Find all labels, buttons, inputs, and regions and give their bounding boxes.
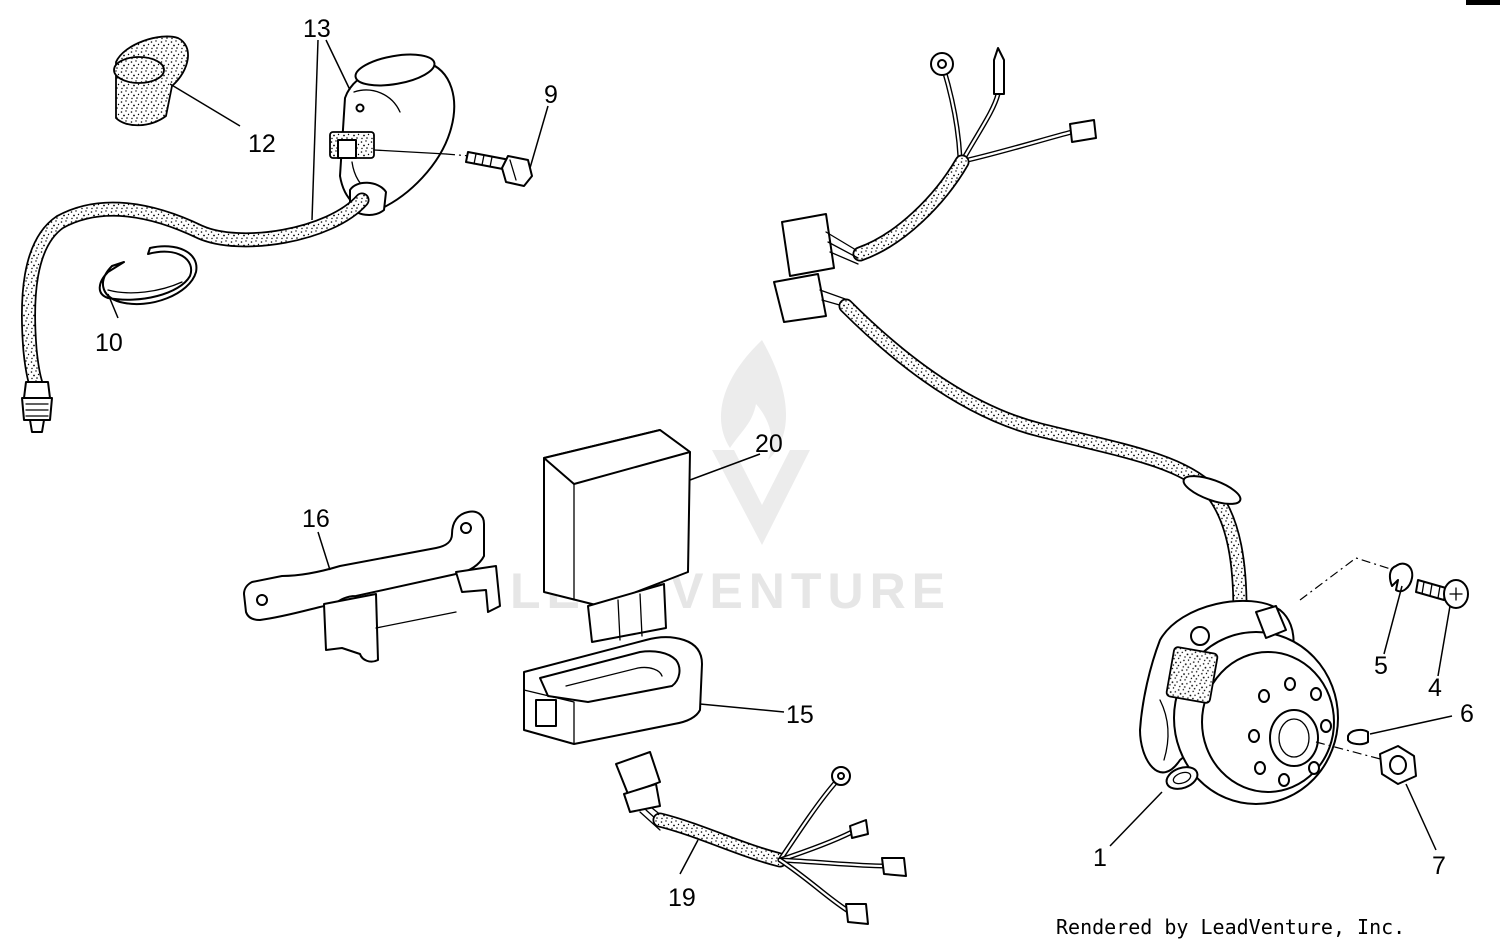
ignition-coil-lead	[20, 192, 370, 433]
callout-6: 6	[1460, 700, 1474, 728]
callout-13: 13	[303, 15, 331, 43]
callout-10: 10	[95, 329, 123, 357]
callout-15: 15	[786, 701, 814, 729]
wire-harness	[615, 751, 907, 925]
callout-5: 5	[1374, 652, 1388, 680]
cdi-unit	[543, 429, 691, 643]
callout-16: 16	[302, 505, 330, 533]
callout-12: 12	[248, 130, 276, 158]
cdi-holder	[523, 636, 703, 745]
mounting-bracket	[243, 510, 501, 663]
render-credit: Rendered by LeadVenture, Inc.	[1056, 915, 1405, 939]
flywheel-nut	[1379, 745, 1417, 785]
ignition-coil	[329, 53, 456, 216]
coil-bolt	[445, 151, 533, 187]
watermark-flame-icon	[720, 340, 786, 460]
stator-assembly	[1139, 557, 1401, 805]
watermark-chevron-icon	[712, 450, 810, 545]
lock-washer	[1388, 562, 1414, 593]
callout-7: 7	[1432, 852, 1446, 880]
callout-4: 4	[1428, 674, 1442, 702]
callout-1: 1	[1093, 844, 1107, 872]
callout-20: 20	[755, 430, 783, 458]
stator-harness	[773, 47, 1248, 618]
corner-mark	[1466, 0, 1500, 5]
stator-screw	[1415, 579, 1469, 609]
woodruff-key	[1347, 728, 1369, 746]
callouts: 13 9 12 10 20 16 15 19 1 5 4 6 7	[95, 15, 1474, 912]
callout-19: 19	[668, 884, 696, 912]
leader-lines	[107, 39, 1453, 875]
callout-9: 9	[544, 81, 558, 109]
spark-plug-cap	[113, 35, 189, 127]
wire-clamp	[98, 245, 198, 306]
